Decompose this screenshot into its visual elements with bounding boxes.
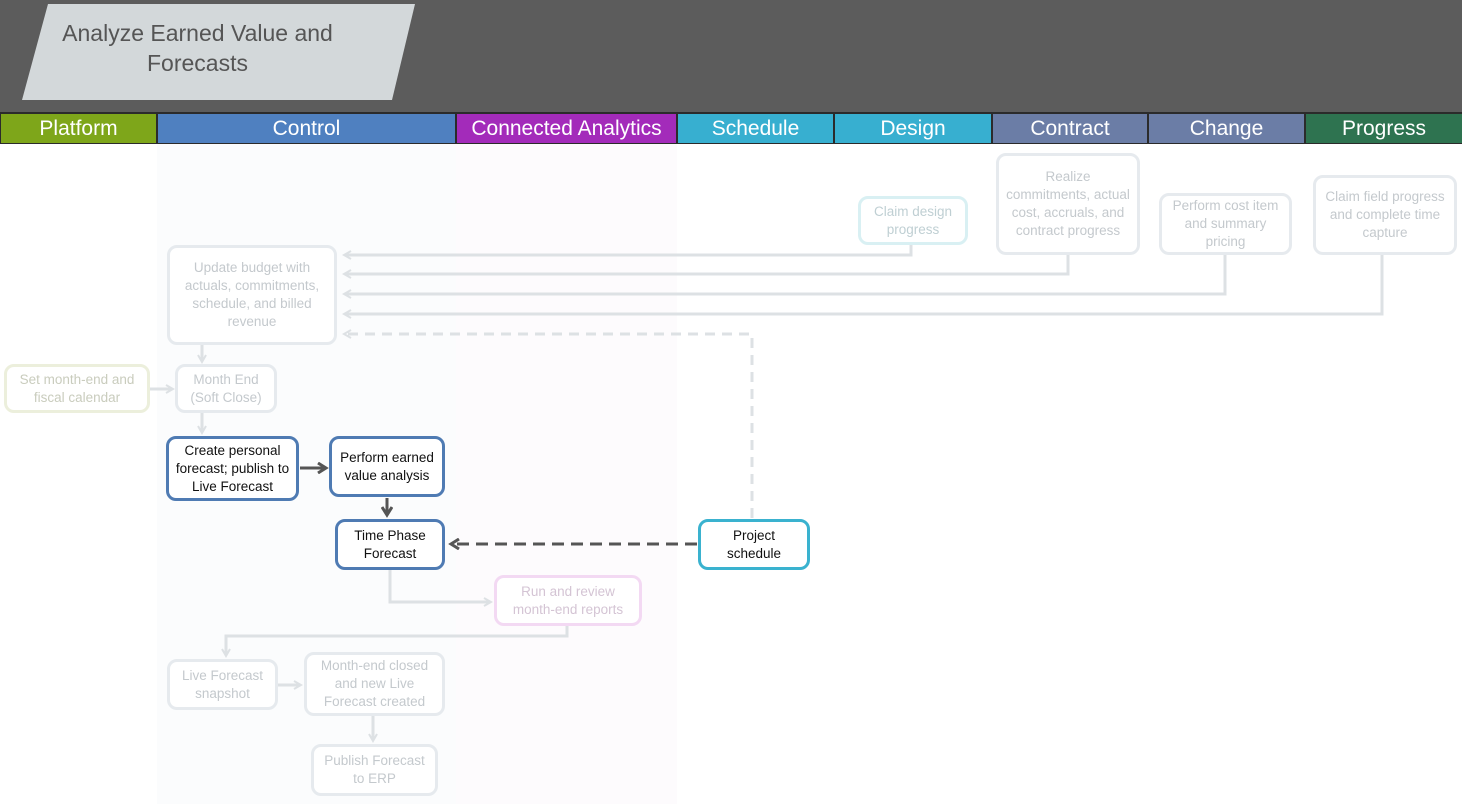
connector-change-to-budget xyxy=(345,254,1227,294)
node-update-budget[interactable]: Update budget with actuals, commitments,… xyxy=(167,245,337,345)
lane-platform: Platform xyxy=(1,114,156,143)
lane-progress: Progress xyxy=(1306,114,1462,143)
connector-timephase-to-reports xyxy=(388,570,490,602)
node-project-schedule[interactable]: Project schedule xyxy=(698,519,810,570)
connector-contract-to-budget xyxy=(345,253,1070,274)
title-banner xyxy=(22,4,415,100)
header-bar: Analyze Earned Value and Forecasts xyxy=(0,0,1462,112)
connector-progress-to-budget xyxy=(345,254,1384,314)
connector-design-to-budget xyxy=(345,244,913,255)
connector-reports-to-snapshot xyxy=(226,625,569,655)
node-time-phase-forecast[interactable]: Time Phase Forecast xyxy=(335,519,445,570)
node-month-end-soft-close[interactable]: Month End (Soft Close) xyxy=(175,364,277,413)
lane-change: Change xyxy=(1149,114,1304,143)
lane-design: Design xyxy=(835,114,991,143)
node-perform-earned-value[interactable]: Perform earned value analysis xyxy=(329,436,445,497)
node-claim-field-progress[interactable]: Claim field progress and complete time c… xyxy=(1313,175,1457,255)
node-set-month-end[interactable]: Set month-end and fiscal calendar xyxy=(4,364,150,413)
node-run-review-reports[interactable]: Run and review month-end reports xyxy=(494,575,642,626)
node-publish-forecast-erp[interactable]: Publish Forecast to ERP xyxy=(311,744,438,796)
lane-connected-analytics: Connected Analytics xyxy=(457,114,676,143)
page-title: Analyze Earned Value and Forecasts xyxy=(62,20,333,76)
lane-control: Control xyxy=(158,114,455,143)
node-claim-design-progress[interactable]: Claim design progress xyxy=(858,196,968,245)
lane-schedule: Schedule xyxy=(678,114,833,143)
node-live-forecast-snapshot[interactable]: Live Forecast snapshot xyxy=(167,659,278,710)
lane-contract: Contract xyxy=(993,114,1147,143)
node-create-personal-forecast[interactable]: Create personal forecast; publish to Liv… xyxy=(166,436,299,501)
node-realize-commitments[interactable]: Realize commitments, actual cost, accrua… xyxy=(996,153,1140,255)
node-month-end-closed[interactable]: Month-end closed and new Live Forecast c… xyxy=(304,652,445,716)
node-perform-cost-item[interactable]: Perform cost item and summary pricing xyxy=(1159,193,1292,255)
